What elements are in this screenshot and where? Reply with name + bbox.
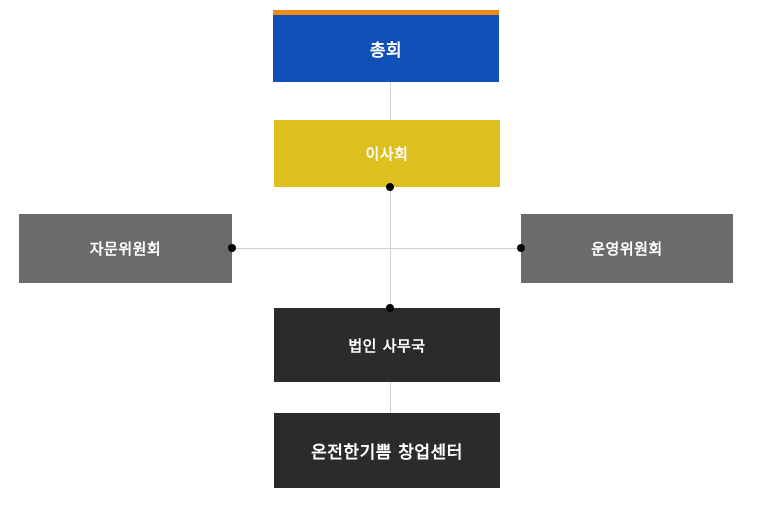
operating-left-dot <box>517 244 525 252</box>
secretariat-top-dot <box>386 304 394 312</box>
general-assembly-box: 총회 <box>273 10 499 82</box>
operating-committee-box: 운영위원회 <box>521 214 733 283</box>
advisory-right-dot <box>228 244 236 252</box>
board-bottom-dot <box>386 183 394 191</box>
general-assembly-label: 총회 <box>369 41 403 61</box>
secretariat-label: 법인 사무국 <box>348 336 426 355</box>
advisory-committee-label: 자문위원회 <box>89 240 162 258</box>
connector-assembly-board <box>390 82 391 120</box>
startup-center-box: 온전한기쁨 창업센터 <box>274 413 500 488</box>
operating-committee-label: 운영위원회 <box>591 240 663 258</box>
advisory-committee-box: 자문위원회 <box>19 214 232 283</box>
startup-center-label: 온전한기쁨 창업센터 <box>311 443 463 463</box>
board-label: 이사회 <box>365 145 409 163</box>
board-box: 이사회 <box>274 120 500 187</box>
secretariat-box: 법인 사무국 <box>274 308 500 382</box>
connector-secretariat-center <box>390 382 391 413</box>
connector-board-secretariat <box>390 187 391 308</box>
connector-committees <box>232 248 521 249</box>
